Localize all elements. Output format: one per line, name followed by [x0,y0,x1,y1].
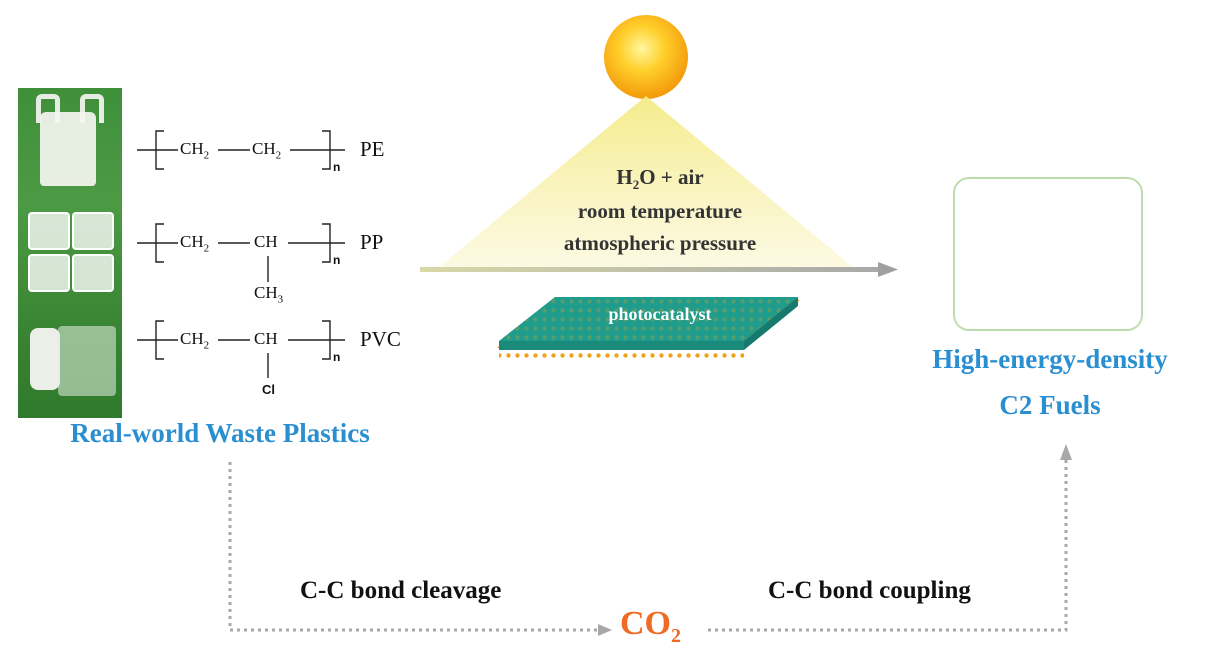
plastic-containers-photo [18,198,122,304]
co2-pathway [228,458,1068,632]
polymer-pvc-side-group: Cl [262,382,275,397]
sun-icon [604,15,688,99]
condition-temperature: room temperature [577,199,743,223]
product-title-line2: C2 Fuels [999,390,1101,420]
plastic-film-photo [18,308,122,414]
polymer-pe-n: n [333,160,341,174]
product-title-line1: High-energy-density [932,344,1168,374]
polymer-pvc-label: PVC [360,327,401,351]
waste-plastics-photos [18,88,122,418]
polymer-pvc-n: n [333,350,341,364]
reaction-arrow [420,262,898,277]
condition-water-air: H2O + air [616,165,704,193]
polymer-pe-unit2: CH2 [252,139,282,162]
photocatalyst-label: photocatalyst [608,304,712,324]
light-beam [438,96,854,268]
polymer-bonds [137,130,345,378]
polymer-pp-unit2: CH [254,232,278,251]
polymer-pvc-unit2: CH [254,329,278,348]
polymer-pe: CH2 [180,139,210,162]
condition-pressure: atmospheric pressure [563,231,757,255]
polymer-pp-label: PP [360,230,384,254]
cleavage-step-label: C-C bond cleavage [300,577,502,604]
polymer-pvc: CH2 [180,329,210,352]
polymer-pp: CH2 [180,232,210,255]
plastics-title: Real-world Waste Plastics [70,418,370,448]
pathway-arrowhead-right [598,624,612,636]
photocatalyst-sheet [497,297,800,360]
pathway-arrowhead-up [1060,444,1072,460]
co2-intermediate: CO2 [620,605,681,647]
plastic-bag-photo [18,88,122,194]
coupling-step-label: C-C bond coupling [768,577,971,604]
product-molecule-box [953,177,1143,331]
polymer-pp-side-group: CH3 [254,283,284,306]
polymer-pp-n: n [333,253,341,267]
polymer-pe-label: PE [360,137,385,161]
